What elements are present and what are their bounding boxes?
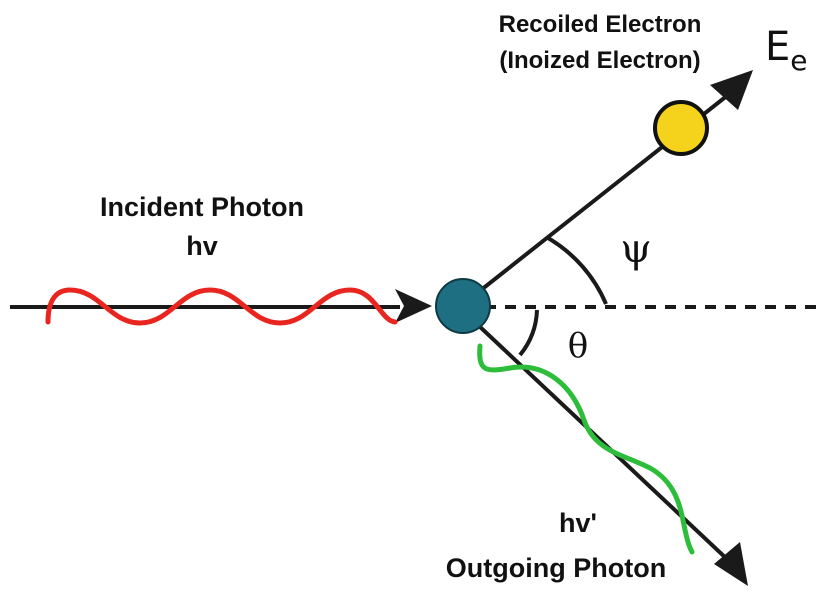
recoiled-label-line1: Recoiled Electron	[499, 11, 702, 38]
recoil-arrowhead	[710, 70, 753, 110]
energy-symbol: Ee	[765, 24, 808, 77]
energy-symbol-main: E	[765, 24, 790, 70]
target-atom	[435, 278, 491, 334]
recoiled-electron	[653, 100, 709, 156]
psi-angle-arc	[546, 236, 608, 305]
incident-label-line2: hv	[186, 231, 218, 261]
incident-arrowhead	[395, 289, 432, 323]
psi-label: ψ	[620, 226, 651, 272]
theta-label: θ	[568, 326, 588, 366]
energy-subscript: e	[790, 44, 807, 77]
theta-angle-arc	[518, 309, 539, 357]
outgoing-arrowhead	[714, 542, 748, 586]
incident-label-line1: Incident Photon	[100, 192, 304, 222]
outgoing-label-line1: hv'	[559, 508, 597, 538]
outgoing-photon-wave	[477, 343, 695, 555]
outgoing-label-line2: Outgoing Photon	[446, 553, 666, 583]
recoiled-label-line2: (Inoized Electron)	[499, 47, 700, 74]
incident-photon-wave	[45, 287, 398, 326]
